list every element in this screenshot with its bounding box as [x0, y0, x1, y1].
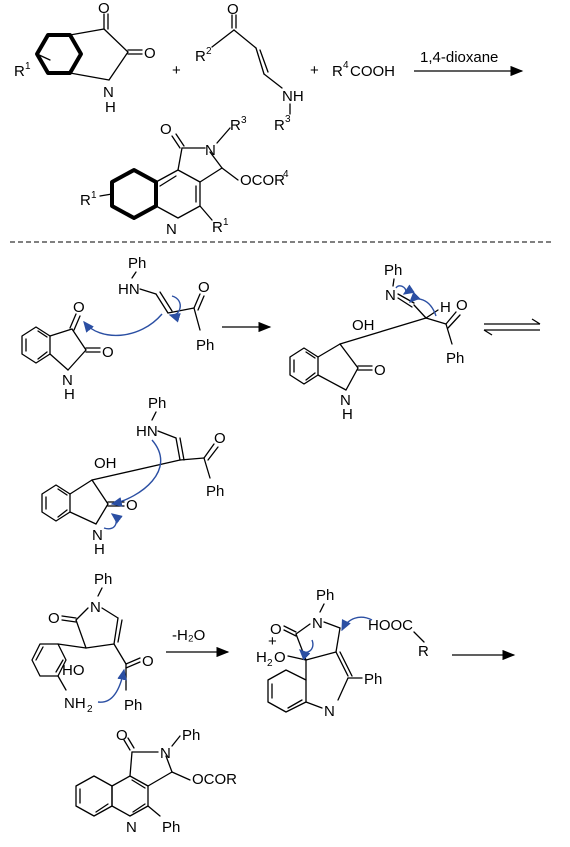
isatin-mech: O O N H — [21, 299, 114, 403]
r3-sup: 3 — [285, 114, 291, 125]
atom-n: N — [126, 819, 137, 836]
ph-label: Ph — [446, 350, 464, 367]
dehydration-label: -H₂O — [172, 627, 205, 644]
ocor-label: OCOR — [192, 771, 237, 788]
enaminone-reactant: O R 2 NH R 3 — [195, 1, 304, 134]
atom-o: O — [374, 362, 386, 379]
atom-o: O — [198, 279, 210, 296]
lactam-intermediate: Ph N O HO NH 2 O Ph — [31, 571, 154, 715]
atom-n: N — [90, 599, 101, 616]
atom-o: O — [456, 297, 468, 314]
r2-label: R — [195, 48, 206, 65]
atom-o: O — [144, 45, 156, 62]
r1-label: R — [80, 192, 91, 209]
atom-h: H — [440, 299, 451, 316]
atom-n: N — [160, 745, 171, 762]
ph-label: Ph — [162, 819, 180, 836]
atom-o: O — [227, 1, 239, 18]
atom-o: O — [48, 610, 60, 627]
ph-label: Ph — [196, 337, 214, 354]
isatin-reactant: O O N H R 1 — [14, 0, 156, 116]
ph-label: Ph — [94, 571, 112, 588]
r1-sup: 1 — [25, 61, 31, 72]
acid-sup: 4 — [343, 60, 349, 71]
atom-h: H — [64, 386, 75, 403]
r3-label: R — [230, 117, 241, 134]
quinoline-cation-intermediate: Ph N O + H 2 O N Ph HOOC R — [256, 587, 429, 720]
r4-sup: 4 — [283, 169, 289, 180]
reaction-arrow-main: 1,4-dioxane — [414, 49, 524, 77]
ph-label: Ph — [124, 697, 142, 714]
atom-nh: NH — [282, 88, 304, 105]
r1-sup: 1 — [91, 190, 97, 201]
atom-n: N — [166, 221, 177, 238]
r1-label: R — [14, 63, 25, 80]
acid-reagent: R 4 COOH — [332, 60, 395, 80]
atom-o: O — [102, 344, 114, 361]
ph-label: Ph — [128, 255, 146, 272]
atom-o: O — [116, 727, 128, 744]
plus-sign: + — [310, 62, 319, 79]
atom-n: N — [62, 372, 73, 389]
nh2-sub: 2 — [87, 704, 93, 715]
atom-h: H — [94, 541, 105, 558]
oh-label: OH — [94, 455, 117, 472]
hooc-label: HOOC — [368, 617, 413, 634]
product-general: O N R 3 OCOR 4 N R 1 R 1 — [80, 115, 289, 238]
acid-cooh: COOH — [350, 63, 395, 80]
h2o-sub: 2 — [267, 658, 273, 669]
r3-label: R — [274, 117, 285, 134]
atom-n: N — [92, 527, 103, 544]
atom-n: N — [324, 703, 335, 720]
atom-o: O — [73, 299, 85, 316]
ho-label: HO — [62, 662, 85, 679]
final-product: O N Ph OCOR N Ph — [75, 727, 237, 836]
atom-o: O — [126, 497, 138, 514]
atom-o: O — [214, 430, 226, 447]
ph-label: Ph — [364, 671, 382, 688]
r1-label: R — [212, 219, 223, 236]
atom-n: N — [340, 392, 351, 409]
atom-n: N — [205, 142, 216, 159]
ph-label: Ph — [384, 262, 402, 279]
atom-n: N — [312, 615, 323, 632]
plus-charge: + — [268, 633, 277, 650]
atom-o: O — [142, 653, 154, 670]
plus-sign: + — [172, 62, 181, 79]
equilibrium-arrow — [483, 318, 541, 336]
atom-hn: HN — [136, 423, 158, 440]
h2o-h: H — [256, 649, 267, 666]
atom-n: N — [385, 287, 396, 304]
dehydration-arrow: -H₂O — [166, 627, 230, 658]
r2-sup: 2 — [206, 46, 212, 57]
h2o-o: O — [274, 649, 286, 666]
nh2-label: NH — [64, 695, 86, 712]
r1-sup: 1 — [223, 217, 229, 228]
atom-h: H — [342, 406, 353, 423]
acid-r: R — [332, 63, 343, 80]
ocor4-label: OCOR — [240, 172, 285, 189]
ph-label: Ph — [148, 395, 166, 412]
r3-sup: 3 — [241, 115, 247, 126]
condition-label: 1,4-dioxane — [420, 49, 498, 66]
atom-o: O — [270, 621, 282, 638]
imine-intermediate: O N H OH Ph N H O Ph — [289, 262, 468, 423]
atom-h: H — [105, 99, 116, 116]
r-label: R — [418, 643, 429, 660]
ph-label: Ph — [182, 727, 200, 744]
atom-hn: HN — [118, 281, 140, 298]
atom-o: O — [160, 121, 172, 138]
ph-label: Ph — [206, 483, 224, 500]
oh-label: OH — [352, 317, 375, 334]
enamine-mech: Ph HN O Ph — [83, 255, 214, 354]
atom-o: O — [98, 0, 110, 17]
atom-n: N — [103, 84, 114, 101]
enamine-tautomer: O N H OH Ph HN O Ph — [41, 395, 226, 558]
ph-label: Ph — [316, 587, 334, 604]
